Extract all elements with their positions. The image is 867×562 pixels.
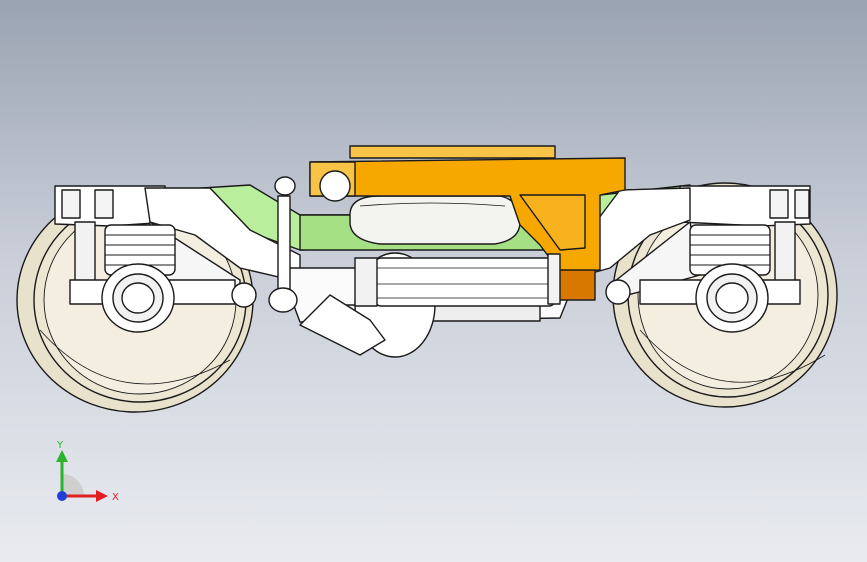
x-arrow-icon bbox=[96, 490, 108, 502]
coordinate-triad-icon: Y X bbox=[56, 440, 119, 503]
z-axis-icon bbox=[57, 491, 67, 501]
right-axle-box bbox=[639, 263, 801, 333]
y-axis-label: Y bbox=[56, 440, 64, 451]
triad-quadrant bbox=[62, 474, 84, 496]
left-spring bbox=[74, 221, 176, 283]
left-axle-box bbox=[69, 263, 236, 333]
damper-assembly bbox=[299, 253, 561, 356]
y-arrow-icon bbox=[56, 450, 68, 462]
x-axis-label: X bbox=[112, 492, 119, 503]
traction-link bbox=[231, 176, 631, 313]
